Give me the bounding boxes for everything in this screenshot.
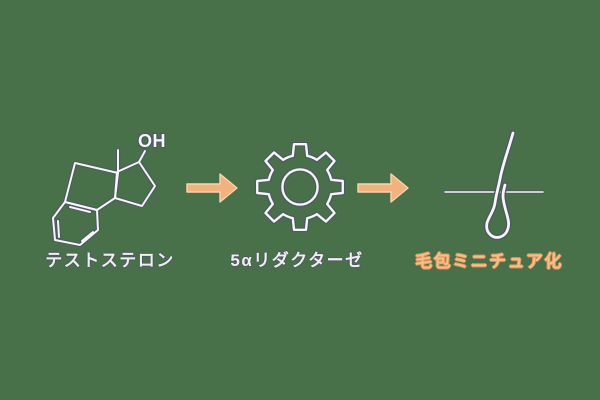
testosterone-molecule-icon: OH [50,130,167,248]
arrow-right-icon [357,173,409,203]
gear-outline-light [256,143,344,231]
hair-follicle-icon [443,130,545,241]
hydroxyl-group-label: OH [138,131,166,151]
label-testosterone: テストステロン [45,251,175,270]
arrow-right-icon [186,173,238,203]
molecule-outline-light [52,149,156,246]
gear-icon [254,141,346,233]
hair-strand-light [485,131,515,239]
label-follicle-miniaturization: 毛包ミニチュア化 [415,252,563,271]
label-5a-reductase: 5αリダクターゼ [230,251,364,270]
